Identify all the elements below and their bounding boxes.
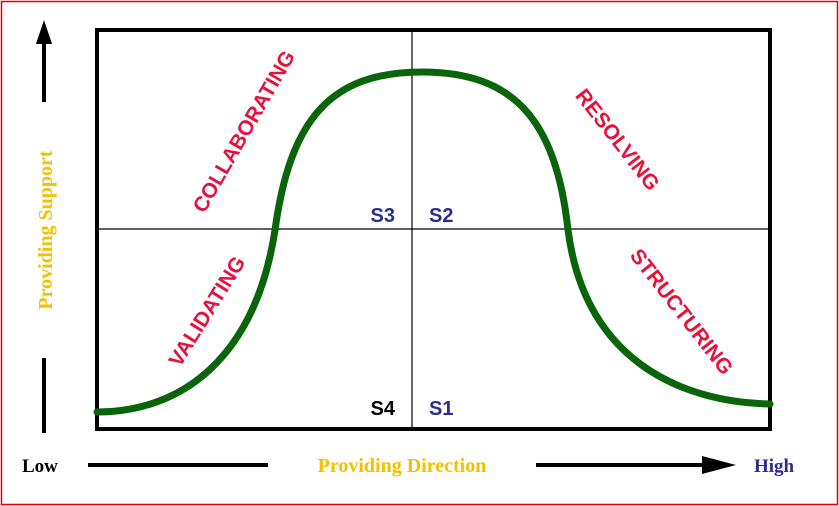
y-axis-arrowhead <box>36 20 52 44</box>
x-axis-arrowhead <box>702 456 736 474</box>
y-axis-label: Providing Support <box>35 150 57 309</box>
development-curve <box>93 68 774 416</box>
s1-label: S1 <box>429 398 453 420</box>
high-label: High <box>754 456 795 477</box>
s2-label: S2 <box>429 205 453 227</box>
s4-label: S4 <box>371 398 396 420</box>
low-label: Low <box>22 456 58 477</box>
s3-label: S3 <box>371 205 395 227</box>
x-axis-label: Providing Direction <box>318 455 487 477</box>
